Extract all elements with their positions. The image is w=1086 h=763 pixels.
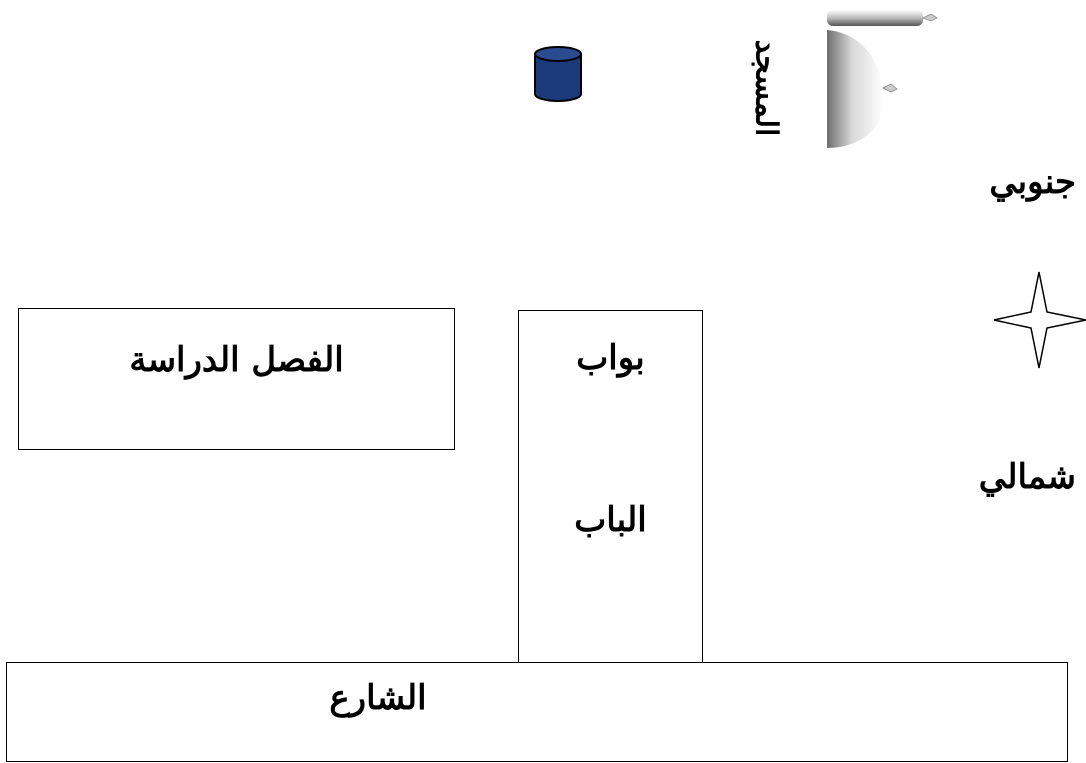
- mosque-label-wrapper: المسجد: [736, 38, 796, 138]
- compass-star-icon: [993, 271, 1086, 369]
- gate-box: بواب الباب: [518, 310, 703, 666]
- mosque-dome-image: [825, 8, 945, 150]
- classroom-box: الفصل الدراسة: [18, 308, 455, 450]
- south-direction-label: جنوبي: [989, 162, 1076, 202]
- gatekeeper-label: بواب: [576, 338, 645, 378]
- street-label: الشارع: [329, 678, 427, 718]
- street-box: الشارع: [6, 662, 1068, 762]
- door-label: الباب: [574, 500, 647, 540]
- north-direction-label: شمالي: [978, 457, 1076, 497]
- classroom-label: الفصل الدراسة: [129, 340, 344, 380]
- water-tank-icon: [534, 46, 582, 102]
- mosque-label: المسجد: [748, 39, 784, 137]
